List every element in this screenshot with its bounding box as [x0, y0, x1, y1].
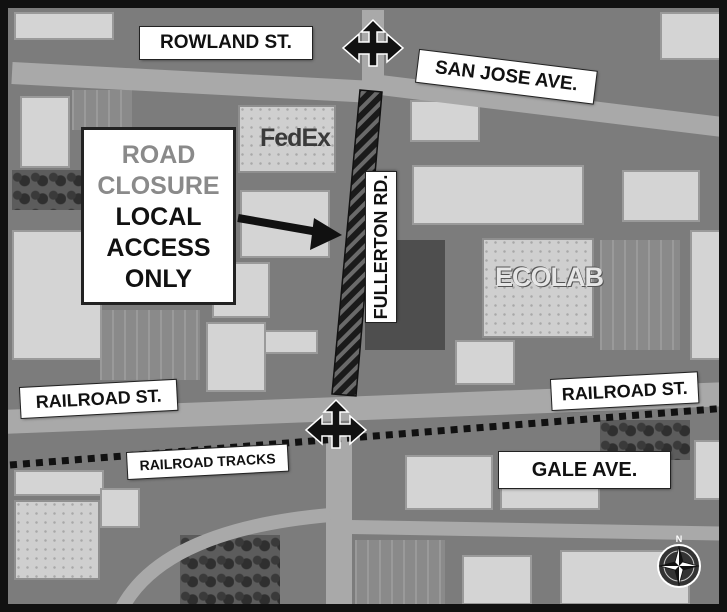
rowland-street-label: ROWLAND ST. — [140, 27, 312, 59]
building — [405, 455, 493, 510]
curved-road — [113, 508, 331, 612]
building — [264, 330, 318, 354]
building — [14, 12, 114, 40]
road-closure-notice: ROAD CLOSURE LOCAL ACCESS ONLY — [81, 127, 236, 305]
closure-notice-line-2: CLOSURE — [97, 172, 220, 200]
building — [482, 238, 594, 338]
trees — [180, 535, 280, 605]
building — [660, 12, 725, 60]
compass-rose-icon — [657, 544, 701, 588]
building — [410, 100, 480, 142]
compass-north-letter: N — [676, 534, 683, 544]
gale-avenue-label: GALE AVE. — [499, 452, 670, 488]
fullerton-road-label: FULLERTON RD. — [366, 172, 396, 322]
closure-pointer-arrow-shaft — [237, 214, 319, 236]
building — [206, 322, 266, 392]
trees — [12, 170, 82, 210]
ecolab-logo: ECOLAB — [495, 262, 604, 292]
building — [14, 500, 100, 580]
building — [455, 340, 515, 385]
building — [622, 170, 700, 222]
building — [100, 488, 140, 528]
parking-lot — [72, 90, 132, 130]
building — [14, 470, 104, 496]
detour-arrows-bottom — [304, 398, 368, 449]
parking-lot — [600, 240, 680, 350]
closure-notice-line-3: LOCAL — [115, 203, 202, 231]
parking-lot — [355, 540, 445, 610]
closure-notice-line-4: ACCESS — [106, 234, 211, 262]
building — [462, 555, 532, 605]
parking-lot — [100, 310, 200, 380]
fedex-logo: FedEx — [260, 124, 331, 152]
closure-notice-line-5: ONLY — [124, 265, 193, 293]
closed-road-segment — [331, 89, 383, 397]
detour-arrows-top — [341, 18, 405, 67]
closure-pointer-arrowhead — [310, 218, 342, 250]
building — [412, 165, 584, 225]
building — [20, 96, 70, 168]
closure-notice-line-1: ROAD — [121, 141, 196, 169]
building — [238, 105, 336, 173]
